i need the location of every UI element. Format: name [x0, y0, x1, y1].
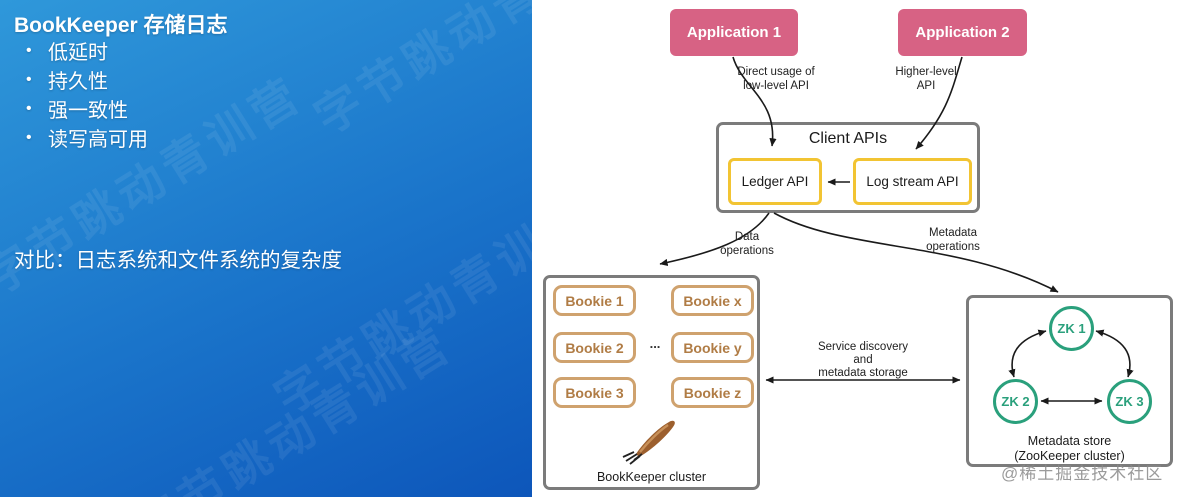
arrow-label: Data — [734, 231, 760, 243]
arrow-label: Service discovery — [817, 341, 909, 353]
zookeeper-cluster-caption: (ZooKeeper cluster) — [1014, 449, 1125, 463]
bullet-dot: • — [26, 99, 32, 117]
bullet-label: 读写高可用 — [48, 129, 148, 151]
list-item: • 持久性 — [26, 65, 148, 94]
application-2-box: Application 2 — [898, 9, 1027, 56]
arrow-label: low-level API — [743, 80, 809, 92]
slide-title: BookKeeper 存储日志 — [14, 14, 228, 37]
community-watermark: @稀土掘金技术社区 — [1001, 464, 1164, 483]
arrow-label: Higher-level — [895, 66, 957, 78]
bookie-node: Bookie 1 — [553, 285, 636, 316]
arrow-label: Metadata — [929, 227, 977, 239]
list-item: • 强一致性 — [26, 94, 148, 123]
bookie-node: Bookie x — [671, 285, 754, 316]
client-apis-title: Client APIs — [808, 130, 888, 147]
zk-node: ZK 1 — [1049, 306, 1094, 351]
bookie-node: Bookie z — [671, 377, 754, 408]
list-item: • 低延时 — [26, 36, 148, 65]
arrow-label: operations — [720, 245, 774, 257]
watermark-text: 字节跳动青训营 — [265, 187, 532, 425]
left-text-panel: 字节跳动青训营 字节跳动青训营 字节跳动青训营 字节跳动青训营 BookKeep… — [0, 0, 532, 497]
bullet-dot: • — [26, 70, 32, 88]
ellipsis-label: ... — [649, 336, 661, 351]
zk-node: ZK 2 — [993, 379, 1038, 424]
bullet-dot: • — [26, 41, 32, 59]
zk-node: ZK 3 — [1107, 379, 1152, 424]
bookie-node: Bookie y — [671, 332, 754, 363]
watermark-text: 字节跳动青训营 — [125, 317, 462, 497]
bullet-label: 持久性 — [48, 71, 108, 93]
arrow-label: operations — [926, 241, 980, 253]
bookie-node: Bookie 2 — [553, 332, 636, 363]
watermark-text: 字节跳动青训营 — [305, 0, 532, 145]
log-stream-api-box: Log stream API — [853, 158, 972, 205]
application-1-box: Application 1 — [670, 9, 798, 56]
bookkeeper-cluster-caption: BookKeeper cluster — [596, 470, 707, 484]
list-item: • 读写高可用 — [26, 123, 148, 152]
bullet-label: 低延时 — [48, 42, 108, 64]
bookie-node: Bookie 3 — [553, 377, 636, 408]
feature-list: • 低延时 • 持久性 • 强一致性 • 读写高可用 — [26, 36, 148, 152]
bookkeeper-feather-icon — [622, 420, 675, 465]
arrow-label: and — [853, 354, 873, 366]
arrow-label: API — [916, 80, 936, 92]
metadata-store-caption: Metadata store — [1027, 434, 1112, 448]
bullet-dot: • — [26, 128, 32, 146]
arrow-label: Direct usage of — [737, 66, 815, 78]
bullet-label: 强一致性 — [48, 100, 128, 122]
ledger-api-box: Ledger API — [728, 158, 822, 205]
arrow-label: metadata storage — [818, 367, 908, 379]
comparison-line: 对比：日志系统和文件系统的复杂度 — [14, 249, 342, 272]
